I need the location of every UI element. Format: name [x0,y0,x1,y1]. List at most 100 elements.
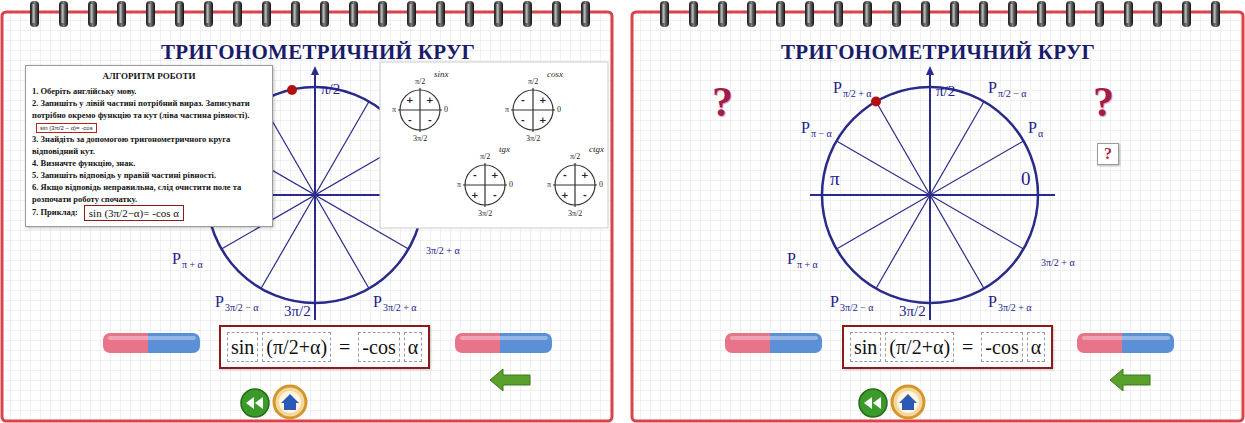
point-label: Pπ/2 − α [988,79,1027,97]
angle-label: 0 [557,105,561,114]
point-index: π − α [811,128,832,139]
point-label: Pπ + α [787,250,818,268]
formula-box: = sin (π/2+α) -cos α [219,325,430,369]
point-letter: P [373,293,382,310]
axis-label: π/2 [936,83,955,100]
step-text: 7. Приклад: [32,207,78,217]
field-text: (π/2+α) [889,336,950,358]
algorithm-step: 7. Приклад: sin (3π/2−α)= -cos α [32,205,266,221]
point-index: 3π/2 + α [383,302,417,313]
function-name: ctgx [589,144,604,154]
point-index: 3π/2 − α [225,302,259,313]
angle-label: 3π/2 [526,134,540,143]
step-text: 5. Запишіть відповідь у правій частині р… [32,170,216,180]
field-text: -cos [362,336,395,358]
point-label: Pπ + α [172,250,203,268]
angle-field: (π/2+α) [262,332,331,362]
angle-label: π/2 [570,152,580,161]
step-text: 6. Якщо відповідь неправильна, слід очис… [32,182,241,204]
field-text: (π/2+α) [266,336,327,358]
angle-label: 3π/2 [413,134,427,143]
axis-label: 0 [1021,168,1031,190]
angle-label: π/2 [415,77,425,86]
point-letter: P [830,293,839,310]
point-index: α [1038,128,1043,139]
point-label: P3π/2 + α [988,293,1032,311]
function-field: sin [227,332,258,362]
step-text: 2. Запишіть у лівій частині потрібний ви… [32,98,250,120]
point-letter: P [172,250,181,267]
field-text: α [1031,336,1041,358]
angle-label: 0 [509,180,513,189]
equals-sign: = [335,336,354,359]
angle-label: 0 [444,105,448,114]
field-text: sin [854,336,877,358]
point-letter: P [833,79,842,96]
function-field: -cos [981,332,1022,362]
point-label: P3π/2 − α [830,293,874,311]
page-title: ТРИГОНОМЕТРИЧНИЙ КРУГ [781,40,1095,64]
equals-sign: = [958,336,977,359]
algorithm-step: 6. Якщо відповідь неправильна, слід очис… [32,181,266,205]
angle-label: 3π/2 [478,209,492,218]
sign-label: + [426,95,434,105]
sign-label: + [406,95,414,105]
sign-label: - [408,115,412,125]
point-index: π/2 + α [843,88,872,99]
point-index: π + α [797,259,818,270]
axis-label: π [830,168,840,190]
function-name: tgx [499,144,510,154]
sign-label: - [428,115,432,125]
field-text: sin [231,336,254,358]
algorithm-panel: АЛГОРИТМ РОБОТИ1. Оберіть англійську мов… [25,65,273,227]
field-text: sin (3π/2 − α)= -cos [40,125,93,131]
angle-label: π/2 [528,77,538,86]
point-index: 3π/2 + α [1041,257,1245,269]
point-letter: P [215,293,224,310]
question-mark: ? [712,78,733,126]
point-label: Pα [1028,119,1043,137]
point-index: π/2 − α [998,88,1027,99]
sign-label: - [583,190,587,200]
point-index: 3π/2 + α [426,245,1245,257]
algorithm-step: 2. Запишіть у лівій частині потрібний ви… [32,97,266,133]
example-image: sin (3π/2 − α)= -cos [36,123,97,133]
axis-label: 3π/2 [899,303,926,320]
heading-text: АЛГОРИТМ РОБОТИ [102,71,195,81]
sign-label: - [563,170,567,180]
point-index: 3π/2 − α [840,302,874,313]
point-index: π + α [182,259,203,270]
sign-label: - [521,95,525,105]
step-text: 3. Знайдіть за допомогою тригонометрично… [32,134,230,156]
sign-label: - [493,190,497,200]
angle-label: 0 [599,180,603,189]
field-text: -cos [985,336,1018,358]
panel-heading: АЛГОРИТМ РОБОТИ [32,70,266,82]
axis-label: 3π/2 [284,303,311,320]
angle-label: π [505,105,509,114]
hint-button: ? [1097,143,1119,165]
sign-label: - [521,115,525,125]
angle-label: π [457,180,461,189]
sign-label: + [539,95,547,105]
point-label: P3π/2 + α [373,293,417,311]
algorithm-step: 3. Знайдіть за допомогою тригонометрично… [32,133,266,157]
axis-label: π/2 [321,81,340,98]
point-index: 3π/2 + α [998,302,1032,313]
angle-label: π/2 [480,152,490,161]
sign-label: + [471,190,479,200]
field-text: α [408,336,418,358]
point-label: Pπ/2 + α [833,79,872,97]
formula-box: = sin (π/2+α) -cos α [842,325,1053,369]
point-letter: P [1028,119,1037,136]
sign-label: + [581,170,589,180]
field-text: sin (3π/2−α)= -cos α [89,207,179,219]
algorithm-step: 4. Визначте функцію, знак. [32,157,266,169]
angle-label: π [392,105,396,114]
function-name: cosx [547,69,563,79]
function-field: -cos [358,332,399,362]
sign-label: + [491,170,499,180]
question-mark: ? [1093,78,1114,126]
sign-label: + [561,190,569,200]
